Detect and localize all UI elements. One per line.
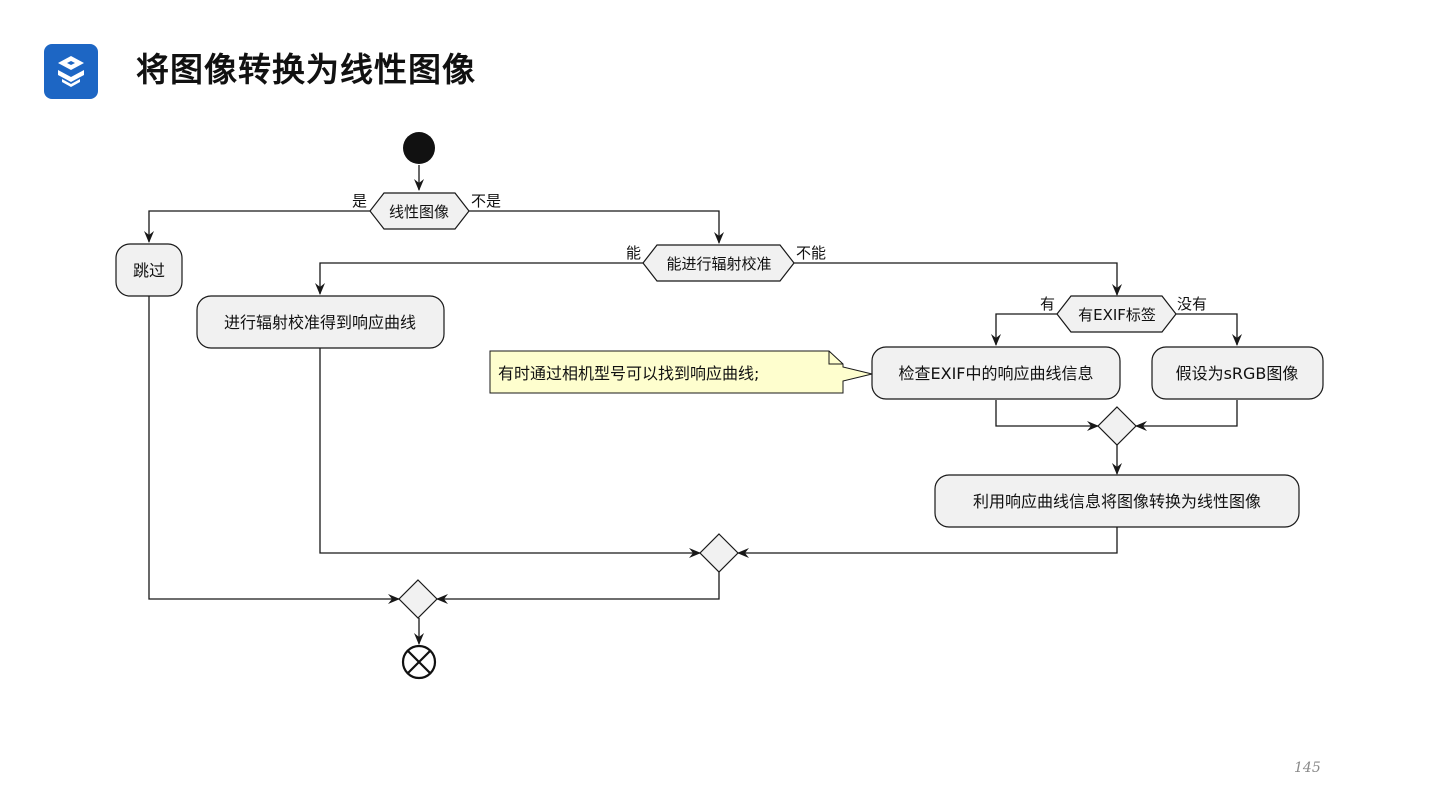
decision-linear-label: 线性图像: [389, 203, 449, 221]
branch-label-cannot: 不能: [796, 244, 826, 262]
decision-calibrate: 能进行辐射校准: [642, 244, 795, 282]
decision-exif: 有EXIF标签: [1056, 295, 1177, 333]
decision-calibrate-label: 能进行辐射校准: [666, 255, 771, 273]
decision-exif-label: 有EXIF标签: [1078, 306, 1156, 324]
merge-node-exif: [1097, 406, 1137, 446]
logo: [44, 44, 98, 99]
action-convert: 利用响应曲线信息将图像转换为线性图像: [934, 474, 1300, 528]
action-check-exif-label: 检查EXIF中的响应曲线信息: [899, 364, 1094, 383]
s-logo-icon: [58, 56, 84, 87]
action-assume-srgb: 假设为sRGB图像: [1151, 346, 1324, 400]
note: 有时通过相机型号可以找到响应曲线;: [489, 350, 873, 394]
end-node: [401, 644, 437, 680]
branch-label-has: 有: [1040, 295, 1055, 313]
merge-node-calibrate: [699, 533, 739, 573]
branch-label-yes: 是: [352, 192, 367, 210]
action-calibrate-response-label: 进行辐射校准得到响应曲线: [224, 313, 416, 332]
start-node: [403, 132, 435, 164]
action-calibrate-response: 进行辐射校准得到响应曲线: [196, 295, 445, 349]
decision-linear: 线性图像: [369, 192, 470, 230]
branch-label-has-not: 没有: [1177, 295, 1207, 313]
action-check-exif: 检查EXIF中的响应曲线信息: [871, 346, 1121, 400]
branch-label-no: 不是: [471, 192, 501, 210]
action-skip-label: 跳过: [133, 261, 165, 280]
page-title: 将图像转换为线性图像: [136, 50, 476, 89]
note-text: 有时通过相机型号可以找到响应曲线;: [498, 364, 759, 383]
merge-node-final: [398, 579, 438, 619]
page-number: 145: [1294, 760, 1321, 776]
action-skip: 跳过: [115, 243, 183, 297]
action-convert-label: 利用响应曲线信息将图像转换为线性图像: [973, 492, 1261, 511]
action-assume-srgb-label: 假设为sRGB图像: [1176, 364, 1299, 383]
branch-label-can: 能: [626, 244, 641, 262]
connectors: [144, 165, 1242, 645]
